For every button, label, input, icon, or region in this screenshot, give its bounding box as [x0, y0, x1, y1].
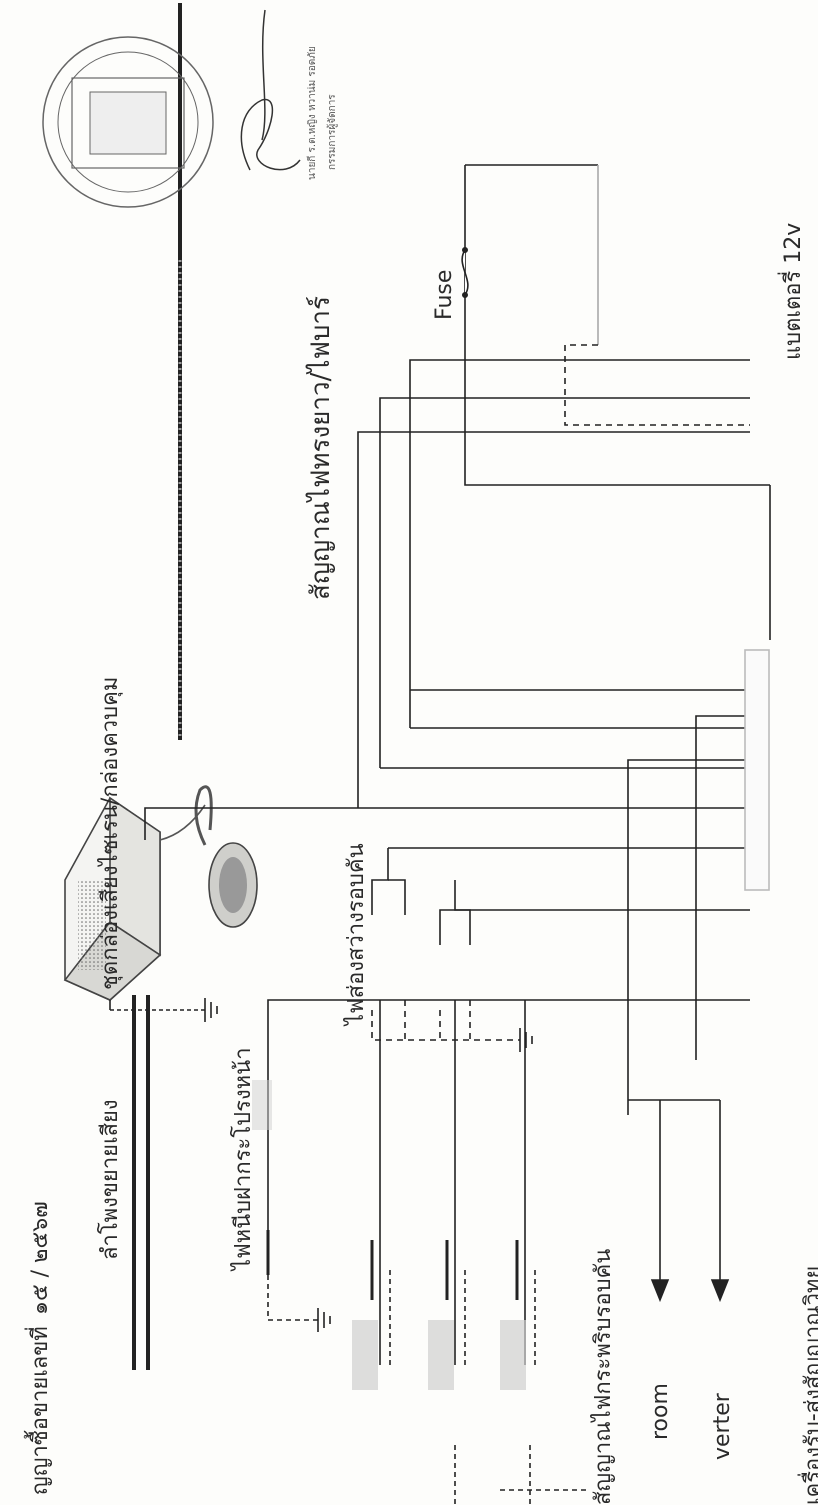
- speaker-label: ลำโพงขยายเสียง: [98, 1099, 123, 1260]
- signature-mark: [240, 9, 301, 171]
- lamp-blobs: [252, 1080, 526, 1390]
- inverter-arrow-head: [710, 1279, 730, 1303]
- battery-ground-dash: [564, 344, 750, 426]
- room-label: room: [648, 1383, 673, 1440]
- flood-lamp-2-lead: [439, 909, 455, 945]
- lightbar-wire-3: [409, 359, 750, 728]
- flood-ground-symbol: [519, 1028, 533, 1052]
- flasher-bus-wire: [267, 999, 750, 1230]
- battery-feed-wire: [464, 165, 770, 486]
- contract-number: ๑๕ / ๒๕๖๗: [28, 1201, 53, 1315]
- lightbar-signal-label: สัญญาณไฟทรงยาว/ไฟบาร์: [306, 296, 336, 600]
- signatory-name: นายกี ร.ต.หญิง หวาน่ม รอดภัย: [307, 46, 318, 180]
- flood-lamp-1-lead-b: [388, 879, 406, 915]
- flood-ground-dash: [371, 1010, 520, 1041]
- siren-box-label: ชุดกล่องเสียงไซเรน/กล่องควบคุม: [98, 676, 123, 990]
- grille-flasher-label: ไฟหนีบฝากระโปรงหน้า: [231, 1047, 256, 1270]
- lightbar-wire-1: [357, 431, 750, 808]
- strobe-signal-label: สัญญาณไฟกระพริบรอบคัน: [591, 1248, 616, 1505]
- lightbar-wire-2: [379, 397, 750, 768]
- strobe-dashed-returns: [389, 1270, 590, 1505]
- flood-lamp-1-lead: [371, 848, 389, 915]
- box-ground-symbol: [204, 998, 218, 1022]
- flood-lights-label: ไฟส่องสว่างรอบคัน: [344, 843, 369, 1025]
- contract-prefix: ญญาซื้อขายเลขที่: [28, 1326, 53, 1495]
- flood-wire-2: [454, 880, 750, 911]
- company-stamp: [42, 36, 214, 208]
- fuse-symbol: [461, 249, 469, 296]
- flood-lamp-2-lead-b: [455, 909, 471, 945]
- siren-control-box: [63, 785, 258, 1001]
- fuse-label: Fuse: [432, 269, 457, 320]
- box-signal-wire: [144, 807, 358, 840]
- room-arrow-head: [650, 1279, 670, 1303]
- battery-label: แบตเตอรี่ 12v: [781, 222, 806, 360]
- radio-wire-2: [695, 715, 750, 1060]
- strobe-lamp-bars: [370, 1240, 519, 1300]
- signatory-title: กรรมการผู้จัดการ: [327, 94, 338, 170]
- inverter-label: verter: [710, 1393, 735, 1460]
- radio-label: เครื่องรับ-ส่งสัญญาณวิทยุ: [801, 1265, 818, 1505]
- grille-ground-symbol: [317, 1308, 331, 1332]
- bus-terminal-block: [744, 649, 770, 891]
- radio-wire-1: [627, 759, 750, 1060]
